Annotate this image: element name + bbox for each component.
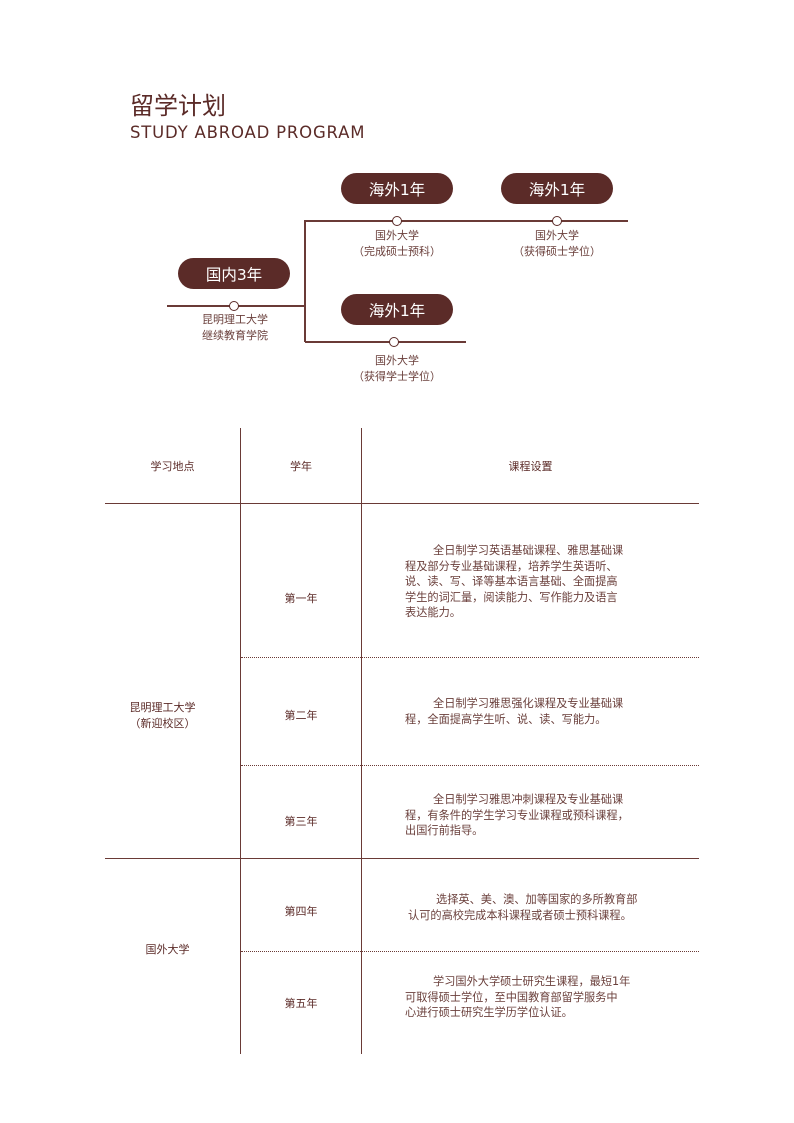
label-line: 昆明理工大学	[202, 313, 268, 326]
row-divider	[105, 858, 699, 860]
description-line: 学生的词汇量，阅读能力、写作能力及语言	[405, 590, 618, 604]
branch-line	[304, 220, 306, 342]
description-line: 程，全面提高学生听、说、读、写能力。	[405, 712, 607, 726]
label-line: （获得硕士学位）	[513, 244, 601, 258]
label-line: 国外大学	[375, 229, 419, 242]
column-divider	[240, 428, 242, 1054]
location-line: 昆明理工大学	[129, 701, 196, 714]
header-year: 学年	[290, 460, 312, 473]
description-line: 学习国外大学硕士研究生课程，最短1年	[433, 975, 631, 988]
course-description: 选择英、美、澳、加等国家的多所教育部认可的高校完成本科课程或者硕士预科课程。	[408, 892, 670, 923]
year-cell: 第五年	[284, 997, 318, 1010]
description-line: 全日制学习雅思强化课程及专业基础课	[433, 697, 624, 710]
dotted-divider	[241, 657, 699, 658]
header-courses: 课程设置	[508, 460, 553, 473]
description-line: 表达能力。	[405, 606, 461, 620]
node-icon	[389, 337, 399, 347]
description-line: 全日制学习英语基础课程、雅思基础课	[433, 544, 624, 557]
domestic-pill: 国内3年	[178, 258, 290, 289]
description-line: 选择英、美、澳、加等国家的多所教育部	[436, 893, 638, 906]
abroad-label: 国外大学 （完成硕士预科）	[327, 228, 467, 259]
location-cell: 国外大学	[100, 942, 235, 958]
label-line: （完成硕士预科）	[353, 244, 441, 258]
abroad-pill: 海外1年	[341, 294, 453, 325]
label-line: 继续教育学院	[202, 328, 268, 342]
description-line: 出国行前指导。	[405, 824, 484, 838]
dotted-divider	[241, 765, 699, 766]
location-line: （新迎校区）	[129, 716, 196, 730]
year-cell: 第一年	[284, 592, 318, 605]
header-location: 学习地点	[150, 460, 195, 473]
year-cell: 第四年	[284, 905, 318, 918]
label-line: （获得学士学位）	[353, 369, 441, 383]
abroad-label: 国外大学 （获得学士学位）	[327, 353, 467, 384]
label-line: 国外大学	[535, 229, 579, 242]
node-icon	[552, 216, 562, 226]
node-icon	[229, 301, 239, 311]
domestic-label: 昆明理工大学继续教育学院	[165, 312, 305, 343]
row-divider	[105, 503, 699, 505]
course-description: 学习国外大学硕士研究生课程，最短1年可取得硕士学位，至中国教育部留学服务中心进行…	[405, 974, 667, 1021]
description-line: 全日制学习雅思冲刺课程及专业基础课	[433, 793, 624, 806]
location-cell: 昆明理工大学 （新迎校区）	[95, 700, 230, 731]
description-line: 可取得硕士学位，至中国教育部留学服务中	[405, 990, 618, 1004]
dotted-divider	[241, 951, 699, 952]
column-divider	[361, 428, 363, 1054]
timeline-line	[305, 341, 466, 343]
abroad-label: 国外大学 （获得硕士学位）	[487, 228, 627, 259]
course-description: 全日制学习雅思强化课程及专业基础课程，全面提高学生听、说、读、写能力。	[405, 696, 667, 727]
description-line: 程，有条件的学生学习专业课程或预科课程，	[405, 808, 629, 822]
page-subtitle: STUDY ABROAD PROGRAM	[130, 123, 366, 142]
node-icon	[392, 216, 402, 226]
description-line: 程及部分专业基础课程，培养学生英语听、	[405, 559, 618, 573]
description-line: 心进行硕士研究生学历学位认证。	[405, 1006, 573, 1020]
timeline-line	[305, 220, 628, 222]
year-cell: 第三年	[284, 815, 318, 828]
label-line: 国外大学	[375, 354, 419, 367]
description-line: 认可的高校完成本科课程或者硕士预科课程。	[408, 908, 632, 922]
abroad-pill: 海外1年	[341, 173, 453, 204]
year-cell: 第二年	[284, 709, 318, 722]
page-title: 留学计划	[130, 92, 226, 120]
abroad-pill: 海外1年	[501, 173, 613, 204]
course-description: 全日制学习英语基础课程、雅思基础课程及部分专业基础课程，培养学生英语听、说、读、…	[405, 543, 667, 621]
description-line: 说、读、写、译等基本语言基础、全面提高	[405, 575, 618, 589]
location-line: 国外大学	[145, 943, 190, 956]
course-description: 全日制学习雅思冲刺课程及专业基础课程，有条件的学生学习专业课程或预科课程， 出国行…	[405, 792, 667, 839]
